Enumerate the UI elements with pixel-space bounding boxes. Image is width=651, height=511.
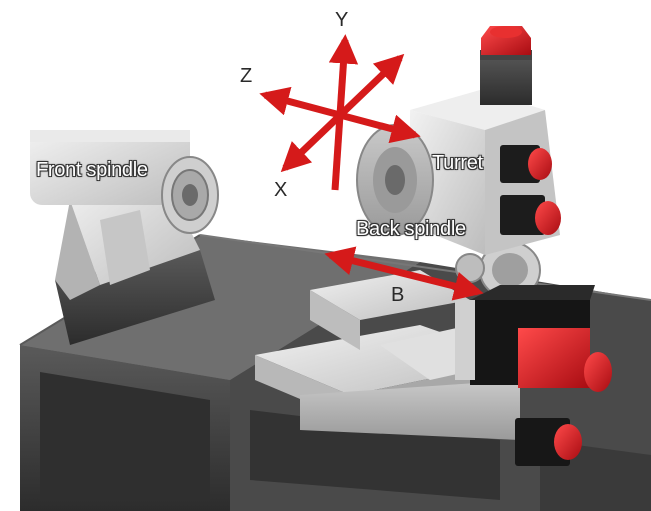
front-spindle-label: Front spindle (36, 159, 148, 181)
b-axis-arrow (324, 246, 484, 301)
axis-arrows (259, 34, 484, 301)
lower-motor (515, 418, 582, 466)
back-spindle-motor (455, 285, 612, 392)
x-axis-label: X (274, 179, 288, 201)
front-spindle (30, 130, 219, 345)
turret-tool-motor (500, 195, 561, 235)
turret-label: Turret (432, 152, 483, 174)
turret-tool-motor (500, 145, 552, 183)
y-axis-label: Y (335, 9, 349, 31)
back-spindle-label: Back spindle (356, 218, 466, 240)
z-axis-label: Z (240, 65, 253, 87)
b-axis-label: B (391, 284, 405, 306)
x-axis-arrow (280, 53, 405, 173)
turret-top-motor (480, 26, 532, 105)
